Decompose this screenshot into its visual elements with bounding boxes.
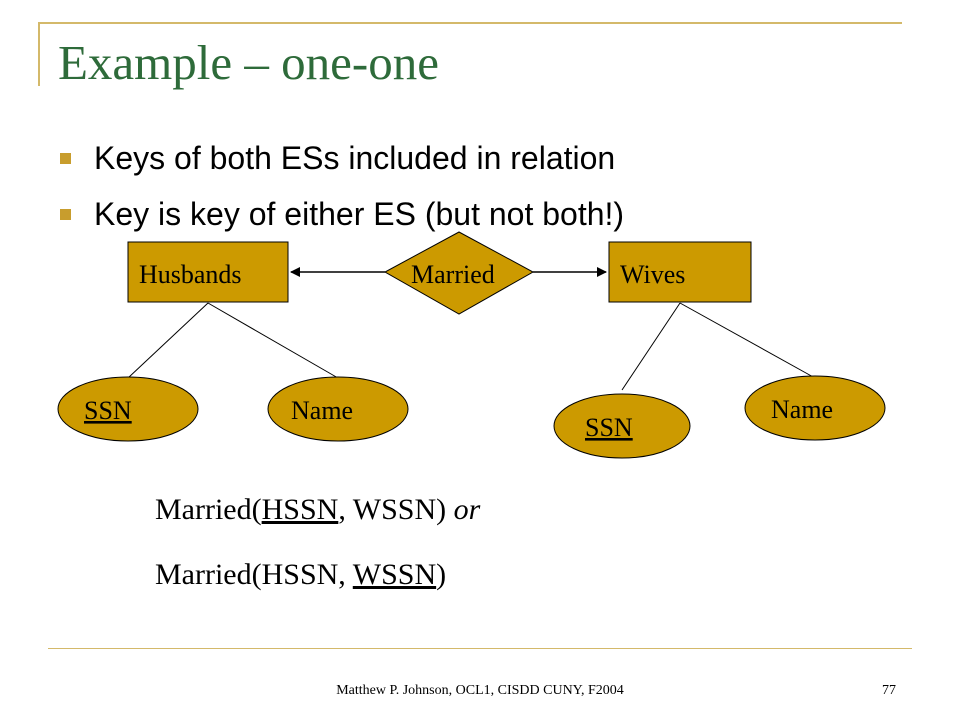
bullet-square-icon xyxy=(60,209,71,220)
wives-name-attribute xyxy=(744,375,886,441)
slide-title: Example – one-one xyxy=(58,35,439,90)
footer-divider xyxy=(48,648,912,649)
bullet-text: Keys of both ESs included in relation xyxy=(94,140,616,176)
bullet-text: Key is key of either ES (but not both!) xyxy=(94,196,625,232)
wives-ssn-attribute xyxy=(553,393,691,459)
relation-schema-1: Married(HSSN, WSSN) or xyxy=(155,493,480,527)
wives-ssn-label: SSN xyxy=(585,413,633,442)
relation-1-prefix: Married( xyxy=(155,493,262,526)
husbands-name-label: Name xyxy=(291,396,353,425)
relation-1-key: HSSN xyxy=(261,493,339,526)
frame-top-border xyxy=(38,22,902,24)
relation-schema-2: Married(HSSN, WSSN) xyxy=(155,558,446,592)
frame-left-border xyxy=(38,22,40,86)
husbands-label: Husbands xyxy=(139,260,242,289)
husbands-entity-box xyxy=(127,241,289,303)
husbands-ssn-attribute xyxy=(57,376,199,442)
bullet-item: Keys of both ESs included in relation xyxy=(58,130,624,186)
married-label: Married xyxy=(411,260,495,289)
connector-husbands-name xyxy=(207,302,339,379)
married-relationship-diamond xyxy=(383,231,535,315)
wives-name-label: Name xyxy=(771,395,833,424)
bullet-item: Key is key of either ES (but not both!) xyxy=(58,186,624,242)
bullet-square-icon xyxy=(60,153,71,164)
husbands-name-attribute xyxy=(267,376,409,442)
relation-2-suffix: ) xyxy=(436,558,447,591)
relation-2-prefix: Married(HSSN, xyxy=(155,558,353,591)
husbands-ssn-label: SSN xyxy=(84,396,132,425)
relation-1-rest: , WSSN) xyxy=(338,493,454,526)
relation-or: or xyxy=(453,493,481,526)
relation-2-key: WSSN xyxy=(352,558,437,591)
connector-wives-name xyxy=(679,302,816,379)
bullet-list: Keys of both ESs included in relation Ke… xyxy=(58,130,624,242)
wives-entity-box xyxy=(608,241,752,303)
footer-text: Matthew P. Johnson, OCL1, CISDD CUNY, F2… xyxy=(336,683,624,698)
connector-husbands-ssn xyxy=(127,302,209,379)
page-number: 77 xyxy=(882,683,896,698)
wives-label: Wives xyxy=(620,260,685,289)
connector-wives-ssn xyxy=(621,302,681,391)
